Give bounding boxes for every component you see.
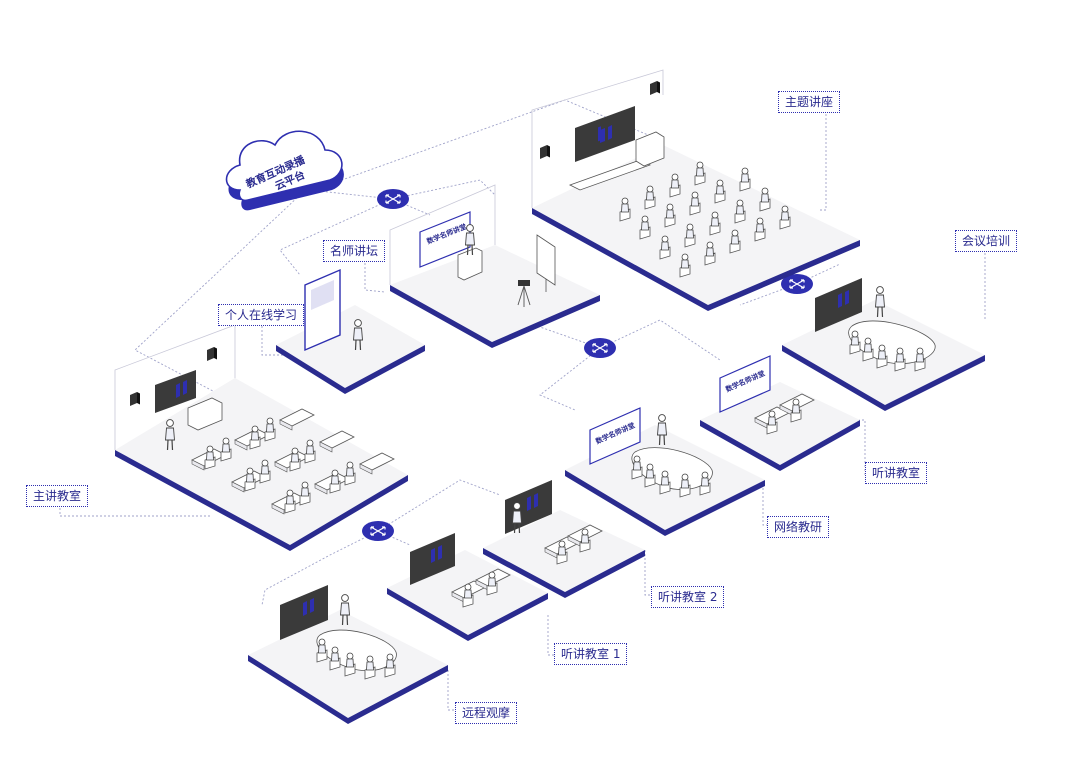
room-listening-classroom-1 (387, 533, 548, 641)
label-famous-teacher-forum: 名师讲坛 (323, 240, 386, 262)
room-network-research: 数学名师讲堂 (565, 407, 765, 536)
smartboard-icon (419, 211, 471, 268)
label-theme-lecture: 主题讲座 (778, 91, 841, 113)
label-listening-classroom-2: 听讲教室 2 (651, 586, 725, 608)
room-listening-classroom-2 (483, 480, 645, 598)
room-personal-online (276, 268, 425, 394)
lectern-icon (635, 131, 665, 167)
room-conference-training (782, 278, 985, 411)
cloud-platform: 教育互动录播 云平台 (225, 130, 344, 211)
room-main-classroom (114, 324, 408, 551)
speaker-icon (650, 81, 660, 95)
label-network-research: 网络教研 (767, 516, 830, 538)
label-conference-training: 会议培训 (955, 230, 1018, 252)
room-remote-observation (248, 585, 448, 724)
label-listening-classroom-1: 听讲教室 1 (554, 643, 628, 665)
room-listening-classroom: 数学名师讲堂 (700, 355, 860, 471)
network-hub-icon (361, 520, 395, 542)
speaker-icon (540, 145, 550, 159)
label-remote-observation: 远程观摩 (455, 702, 518, 724)
label-personal-online-learning: 个人在线学习 (218, 304, 305, 326)
label-main-classroom: 主讲教室 (26, 485, 89, 507)
label-listening-classroom: 听讲教室 (865, 462, 928, 484)
room-lecture-hall (531, 69, 860, 311)
lectern-icon (457, 247, 483, 281)
speaker-icon (207, 347, 217, 361)
network-hub-icon (376, 188, 410, 210)
speaker-icon (130, 392, 140, 406)
camera-icon (517, 280, 531, 307)
room-famous-teacher: 数学名师讲堂 (389, 184, 600, 348)
network-hub-icon (583, 337, 617, 359)
